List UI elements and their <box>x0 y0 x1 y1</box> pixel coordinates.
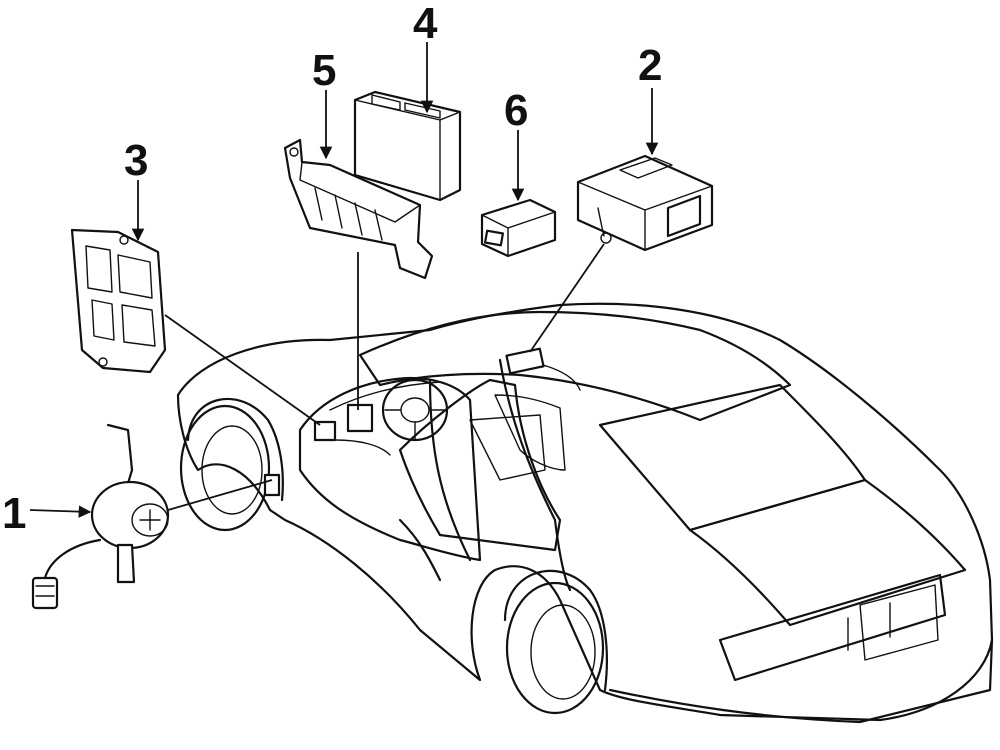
callout-1: 1 <box>2 489 26 538</box>
callout-4: 4 <box>413 0 438 48</box>
part-5-junction-bracket <box>283 138 434 280</box>
callout-2: 2 <box>638 41 662 90</box>
callout-6: 6 <box>504 86 528 135</box>
part-1-actuator <box>31 423 170 610</box>
part-3-bracket-module <box>70 228 167 374</box>
callout-3: 3 <box>124 136 148 185</box>
vehicle-sedan-outline <box>176 302 994 724</box>
leader-lines <box>164 243 605 511</box>
part-6-relay <box>480 198 557 258</box>
callout-5: 5 <box>312 46 336 95</box>
callout-arrows <box>29 42 659 518</box>
callout-labels: 1 2 3 4 5 6 <box>2 0 662 538</box>
part-2-control-module <box>576 154 714 252</box>
